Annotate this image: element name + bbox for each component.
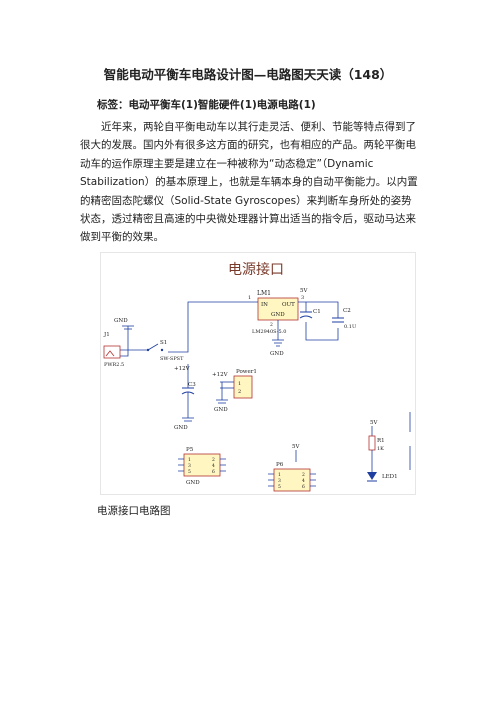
p5-label: P5: [186, 447, 194, 453]
power1-connector: +12V Power1 1 2 GND: [212, 369, 257, 413]
c2-value: 0.1U: [344, 324, 356, 330]
svg-text:4: 4: [212, 463, 215, 469]
svg-text:6: 6: [302, 484, 305, 490]
led-indicator-circuit: 5V R1 1K LED1: [367, 420, 398, 482]
gnd-symbol-j1: GND: [114, 318, 134, 338]
svg-text:5V: 5V: [292, 444, 300, 450]
led1-label: LED1: [382, 474, 398, 480]
svg-text:+12V: +12V: [212, 372, 229, 378]
svg-text:5: 5: [278, 484, 281, 490]
s1-part-label: SW-SPST: [160, 356, 184, 362]
svg-text:GND: GND: [174, 425, 188, 431]
lm1-label: LM1: [257, 290, 271, 297]
lm1-in-label: IN: [261, 302, 268, 308]
switch-s1: S1 SW-SPST: [146, 340, 184, 362]
capacitor-c3: C3: [181, 382, 196, 395]
header-p5: P5 1 2 3 4 5 6 GND: [178, 447, 226, 486]
c3-label: C3: [188, 382, 196, 388]
intro-paragraph: 近年来，两轮自平衡电动车以其行走灵活、便利、节能等特点得到了很大的发展。国内外有…: [80, 121, 418, 244]
lm1-gnd-label: GND: [271, 312, 285, 318]
capacitor-c1: C1: [299, 309, 321, 319]
capacitor-c2: C2 0.1U: [332, 308, 356, 330]
svg-text:2: 2: [238, 389, 241, 395]
lm1-pin3-label: 3: [301, 295, 304, 301]
c1-label: C1: [313, 309, 321, 315]
gnd-symbol-regulator: GND: [270, 339, 284, 357]
svg-text:6: 6: [212, 469, 215, 475]
v5-label-top: 5V: [300, 288, 308, 294]
schematic-heading: 电源接口: [228, 261, 284, 278]
lm1-pin1-label: 1: [248, 295, 251, 301]
svg-text:5: 5: [188, 469, 191, 475]
svg-text:GND: GND: [214, 407, 228, 413]
lm1-part-label: LM2940S-5.0: [252, 329, 286, 335]
svg-text:2: 2: [212, 457, 215, 463]
power1-label: Power1: [236, 369, 257, 375]
regulator-lm1: LM1 IN OUT GND LM2940S-5.0 1 3 2: [248, 290, 304, 335]
power-jack-j1: J1 PWR2.5: [103, 332, 124, 368]
lm1-pin2-label: 2: [270, 322, 273, 328]
svg-text:GND: GND: [270, 351, 284, 357]
svg-text:3: 3: [278, 478, 281, 484]
svg-text:2: 2: [302, 472, 305, 478]
tags-line: 标签：电动平衡车(1)智能硬件(1)电源电路(1): [97, 99, 316, 111]
power-interface-schematic: 电源接口 LM1 IN OUT GND LM2940S-5.0 1 3 2 5V…: [100, 252, 416, 495]
svg-text:1: 1: [188, 457, 191, 463]
svg-text:1: 1: [238, 381, 241, 387]
lm1-out-label: OUT: [282, 302, 295, 308]
svg-text:3: 3: [188, 463, 191, 469]
gnd-symbol-c3: GND: [174, 417, 194, 431]
svg-text:1: 1: [278, 472, 281, 478]
svg-text:GND: GND: [114, 318, 128, 324]
v12-label-left: +12V: [174, 366, 191, 372]
figure-caption: 电源接口电路图: [97, 505, 171, 517]
svg-text:GND: GND: [186, 480, 200, 486]
j1-part-label: PWR2.5: [104, 362, 124, 368]
svg-text:4: 4: [302, 478, 305, 484]
c2-label: C2: [343, 308, 351, 314]
j1-label: J1: [103, 332, 110, 338]
page-title: 智能电动平衡车电路设计图—电路图天天读（148）: [103, 67, 393, 82]
r1-label: R1: [377, 438, 385, 444]
schematic-frame: [100, 252, 416, 495]
s1-label: S1: [160, 340, 167, 346]
wires: [120, 301, 411, 470]
p6-label: P6: [276, 462, 284, 468]
r1-value: 1K: [377, 446, 384, 452]
header-p6: 5V P6 1 2 3 4 5 6: [268, 444, 316, 492]
svg-text:5V: 5V: [370, 420, 378, 426]
